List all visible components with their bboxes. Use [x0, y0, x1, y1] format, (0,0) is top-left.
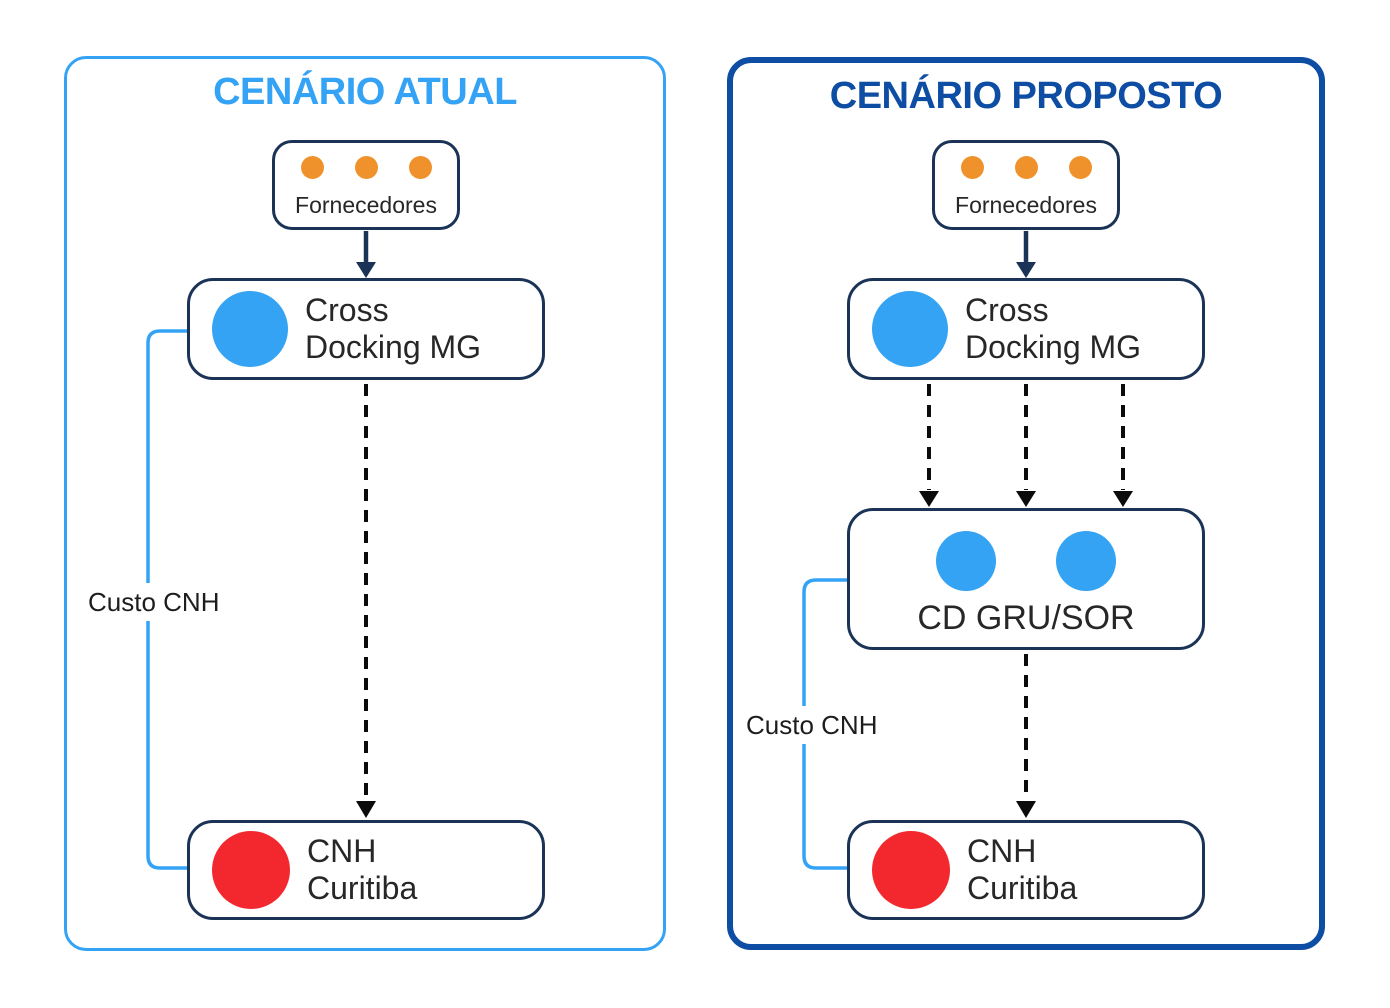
node-label: Fornecedores — [955, 192, 1097, 218]
supplier-dot-icon — [1068, 156, 1092, 179]
node-cross-docking-atual: Cross Docking MG — [187, 278, 545, 380]
dashed-arrows-crossdocking-to-cd-proposto — [919, 384, 1133, 507]
panel-title-atual: CENÁRIO ATUAL — [213, 71, 517, 113]
blue-location-dot-icon — [872, 291, 948, 367]
blue-location-dot-icon — [1056, 531, 1116, 591]
red-location-dot-icon — [212, 831, 290, 909]
node-label: Cross Docking MG — [965, 292, 1141, 366]
node-fornecedores-atual: Fornecedores — [272, 140, 460, 230]
supplier-dot-icon — [300, 156, 324, 179]
arrow-fornecedores-to-crossdocking-atual — [356, 231, 376, 278]
supplier-dot-icon — [408, 156, 432, 179]
node-fornecedores-proposto: Fornecedores — [932, 140, 1120, 230]
dashed-arrow-cd-to-cnh-proposto — [1016, 654, 1036, 818]
cd-location-dots — [936, 531, 1116, 591]
supplier-dots — [960, 156, 1092, 179]
node-label: Cross Docking MG — [305, 292, 481, 366]
node-label-line: Docking MG — [305, 329, 482, 365]
arrowhead-icon — [1016, 491, 1036, 507]
red-location-dot-icon — [872, 831, 950, 909]
node-label: CNH Curitiba — [967, 833, 1077, 907]
arrowhead-icon — [356, 262, 376, 278]
arrowhead-icon — [1113, 491, 1133, 507]
arrowhead-icon — [919, 491, 939, 507]
arrowhead-icon — [356, 801, 376, 818]
supplier-dots — [300, 156, 432, 179]
node-cnh-curitiba-atual: CNH Curitiba — [187, 820, 545, 920]
custo-cnh-label-atual: Custo CNH — [80, 583, 228, 621]
panel-cenario-proposto: CENÁRIO PROPOSTO — [727, 57, 1325, 950]
dashed-arrow-crossdocking-to-cnh-atual — [356, 384, 376, 818]
supplier-dot-icon — [1014, 156, 1038, 179]
node-cd-gru-sor-proposto: CD GRU/SOR — [847, 508, 1205, 650]
arrow-fornecedores-to-crossdocking-proposto — [1016, 231, 1036, 278]
supplier-dot-icon — [960, 156, 984, 179]
node-label-line: CNH — [967, 833, 1037, 869]
blue-location-dot-icon — [212, 291, 288, 367]
node-label-line: Docking MG — [965, 329, 1142, 365]
node-label-line: CNH — [307, 833, 377, 869]
panel-title-proposto: CENÁRIO PROPOSTO — [829, 75, 1223, 117]
blue-location-dot-icon — [936, 531, 996, 591]
node-cnh-curitiba-proposto: CNH Curitiba — [847, 820, 1205, 920]
node-label: Fornecedores — [295, 192, 437, 218]
node-label-line: Cross — [965, 292, 1049, 328]
node-label-line: Cross — [305, 292, 389, 328]
panel-cenario-atual: CENÁRIO ATUAL — [64, 56, 666, 951]
arrowhead-icon — [1016, 801, 1036, 818]
arrowhead-icon — [1016, 262, 1036, 278]
node-cross-docking-proposto: Cross Docking MG — [847, 278, 1205, 380]
supplier-dot-icon — [354, 156, 378, 179]
node-label-line: Curitiba — [307, 870, 418, 906]
custo-cnh-label-proposto: Custo CNH — [738, 706, 886, 744]
node-label: CD GRU/SOR — [917, 599, 1135, 637]
node-label: CNH Curitiba — [307, 833, 417, 907]
node-label-line: Curitiba — [967, 870, 1078, 906]
